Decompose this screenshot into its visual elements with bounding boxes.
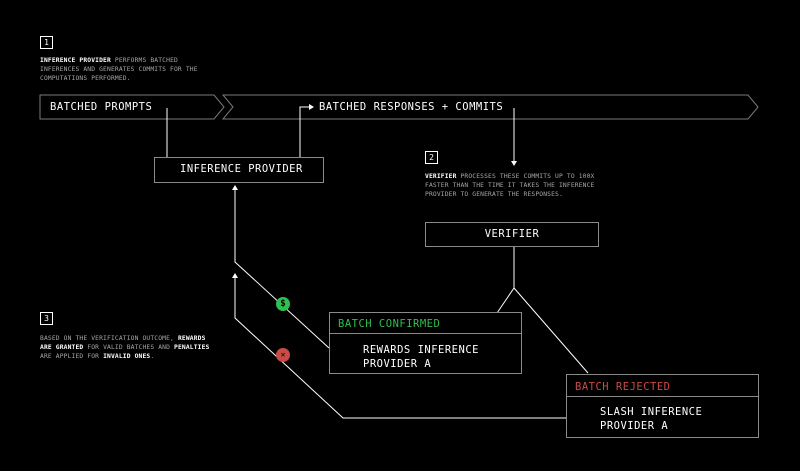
step-2-description: VERIFIER PROCESSES THESE COMMITS UP TO 1… [425, 172, 645, 199]
verifier-box [425, 222, 599, 247]
rewards-label-line-2: PROVIDER A [363, 358, 432, 370]
batch-confirmed-box [329, 312, 522, 374]
divider [567, 396, 758, 397]
step-2-text: PROCESSES THESE COMMITS UP TO 100X [456, 173, 595, 180]
verifier-to-rejected-line [513, 287, 589, 374]
batch-rejected-box [566, 374, 759, 438]
step-1-bold: INFERENCE PROVIDER [40, 57, 111, 64]
verifier-label: VERIFIER [484, 228, 540, 240]
step-1-text: INFERENCES AND GENERATES COMMITS FOR THE [40, 66, 198, 73]
step-3-text: . [150, 353, 155, 360]
batched-responses-label: BATCHED RESPONSES + COMMITS [319, 101, 504, 113]
step-1-text: COMPUTATIONS PERFORMED. [40, 75, 131, 82]
arrowhead [309, 104, 314, 110]
rewards-label-line-1: REWARDS INFERENCE [363, 344, 479, 356]
slash-label-line-2: PROVIDER A [600, 420, 669, 432]
step-2-text: FASTER THAN THE TIME IT TAKES THE INFERE… [425, 182, 595, 189]
step-3-text: BASED ON THE VERIFICATION OUTCOME, [40, 335, 178, 342]
step-1-text: PERFORMS BATCHED [110, 57, 178, 64]
step-3-bold: REWARDS [177, 335, 206, 342]
step-2-text: PROVIDER TO GENERATE THE RESPONSES. [425, 191, 563, 198]
dollar-coin-icon: $ [276, 297, 290, 311]
step-3-description: BASED ON THE VERIFICATION OUTCOME, REWAR… [40, 334, 240, 361]
reward-feedback-line [234, 189, 330, 349]
penalty-feedback-line [234, 277, 566, 419]
slash-label-line-1: SLASH INFERENCE [600, 406, 703, 418]
arrowhead [232, 273, 238, 278]
provider-to-responses-line [299, 106, 310, 158]
step-1-description: INFERENCE PROVIDER PERFORMS BATCHED INFER… [40, 56, 240, 83]
batched-prompts-label: BATCHED PROMPTS [50, 101, 153, 113]
batched-prompts-banner [39, 94, 225, 120]
step-3-bold: PENALTIES [174, 344, 210, 351]
batch-rejected-label: BATCH REJECTED [575, 381, 671, 393]
divider [330, 333, 521, 334]
step-3-text: ARE APPLIED FOR [40, 353, 104, 360]
arrowhead [511, 161, 517, 166]
step-3-number: 3 [40, 312, 53, 325]
inference-provider-box [154, 157, 324, 183]
x-circle-icon: ✕ [276, 348, 290, 362]
inference-provider-label: INFERENCE PROVIDER [180, 163, 303, 175]
verifier-to-confirmed-line [496, 287, 515, 314]
step-3-text: FOR VALID BATCHES AND [83, 344, 175, 351]
step-2-bold: VERIFIER [425, 173, 457, 180]
step-3-bold: ARE GRANTED [40, 344, 84, 351]
batch-confirmed-label: BATCH CONFIRMED [338, 318, 441, 330]
step-1-number: 1 [40, 36, 53, 49]
batched-responses-banner [221, 94, 759, 120]
step-2-number: 2 [425, 151, 438, 164]
arrowhead [232, 185, 238, 190]
step-3-bold: INVALID ONES [103, 353, 151, 360]
